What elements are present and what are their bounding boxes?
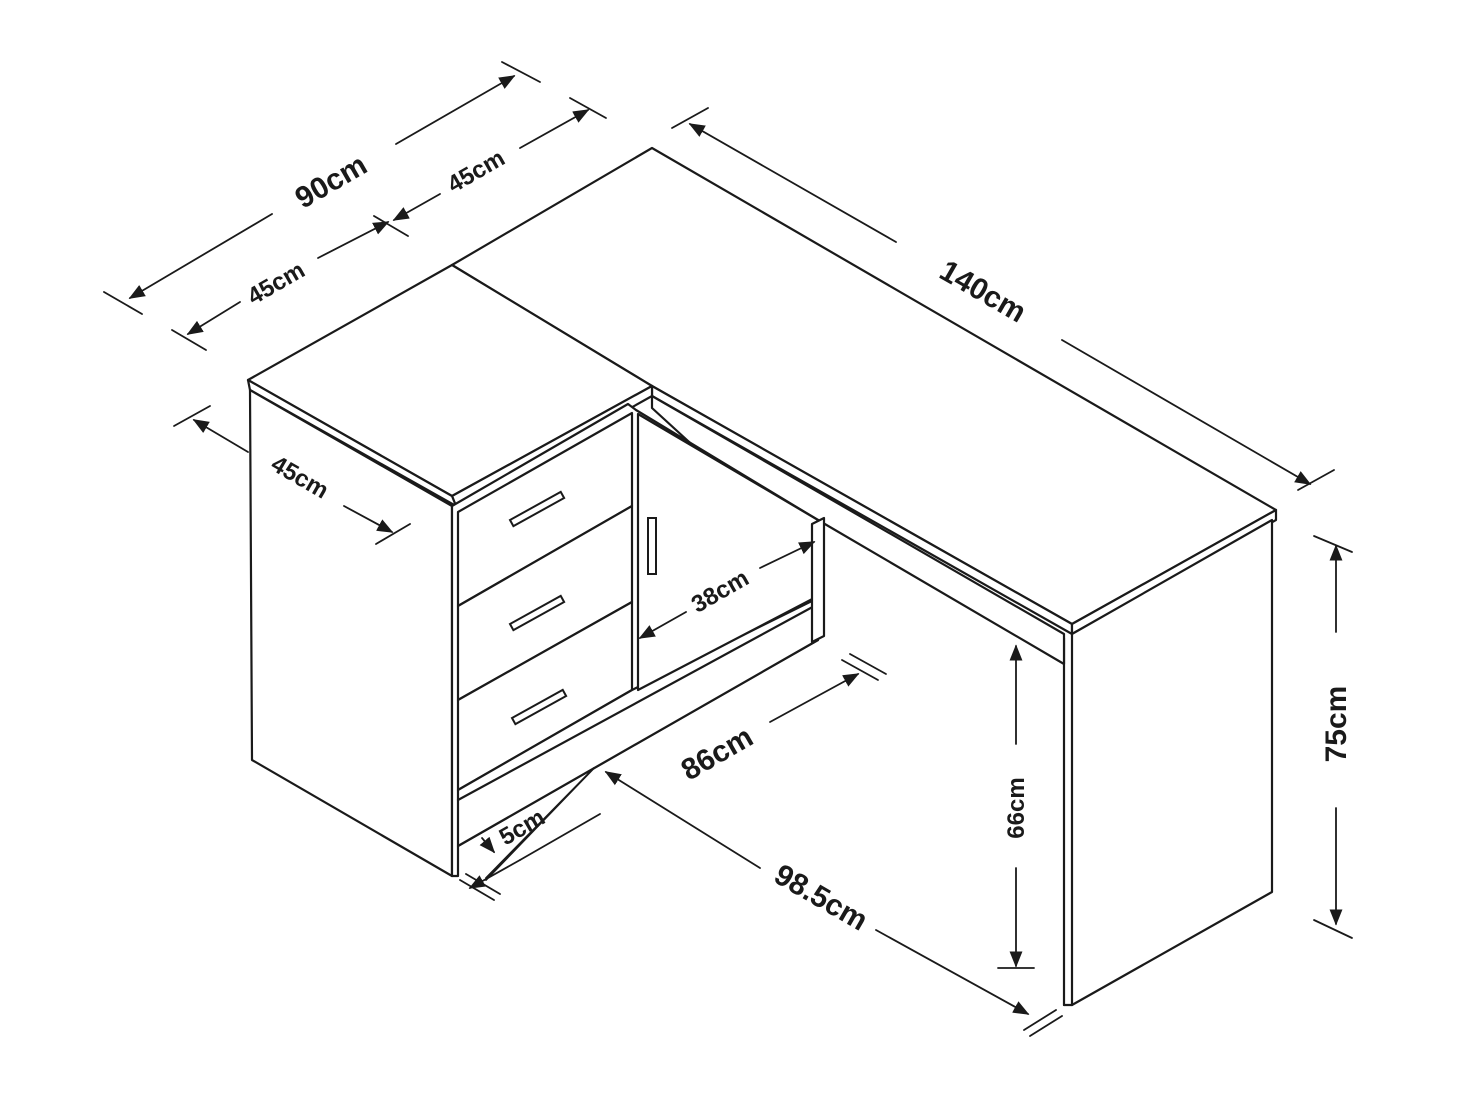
dim-45b-arrow-left — [392, 193, 441, 221]
tick — [1313, 535, 1353, 553]
dim-98-arrow-right — [875, 929, 1030, 1015]
tick — [1023, 1009, 1057, 1031]
dim-86-line-b — [485, 767, 595, 881]
tick — [1313, 919, 1353, 939]
drawer-3-handle — [510, 688, 568, 726]
tick — [459, 879, 495, 901]
tick — [1297, 469, 1335, 491]
label-overall-depth: 90cm — [290, 148, 373, 215]
tick — [1029, 1015, 1063, 1037]
dim-38-arrow-right — [759, 541, 816, 569]
label-inner-width: 86cm — [676, 720, 759, 787]
tick — [173, 405, 211, 427]
tick — [501, 61, 541, 83]
label-left-depth-a: 45cm — [243, 256, 310, 310]
dim-86-left-seg — [519, 813, 601, 861]
dim-5-arrow — [479, 836, 496, 854]
tick — [465, 873, 501, 895]
label-overall-height: 75cm — [1320, 686, 1353, 763]
desktop-long-end — [1070, 508, 1278, 636]
dim-45a-arrow-left — [186, 301, 241, 335]
dim-45c-arrow-right — [343, 505, 394, 533]
drawer-2-handle — [508, 594, 566, 632]
dim-45a-arrow-right — [317, 221, 390, 259]
dim-86-arrow-left — [468, 859, 521, 889]
tick — [671, 107, 709, 129]
dim-90-arrow-left — [128, 213, 273, 299]
dimension-lines — [103, 61, 1353, 1037]
dim-45c-arrow-left — [192, 419, 249, 453]
tick — [569, 97, 607, 119]
label-base-length: 98.5cm — [768, 858, 873, 937]
dim-86-arrow-right — [769, 673, 860, 723]
drawer-1-handle — [508, 490, 566, 528]
label-overall-length: 140cm — [934, 254, 1031, 329]
door-handle — [647, 517, 657, 575]
open-shelf-recess — [810, 516, 826, 644]
dim-38-arrow-left — [638, 611, 687, 639]
label-leg-clearance: 66cm — [1003, 777, 1030, 838]
tick — [171, 329, 207, 351]
tick — [373, 215, 409, 237]
tick — [375, 523, 411, 545]
dim-140-arrow-right — [1061, 339, 1312, 485]
tick — [841, 659, 879, 681]
dim-140-arrow-left — [688, 123, 897, 243]
plinth-line — [456, 602, 820, 802]
desk-drawing — [246, 146, 1278, 1007]
tick — [103, 291, 143, 315]
dim-45b-arrow-right — [519, 109, 590, 149]
dim-90-arrow-right — [395, 75, 516, 145]
label-left-depth-b: 45cm — [443, 144, 510, 198]
dim-98-arrow-left — [604, 771, 761, 869]
tick — [849, 653, 887, 675]
right-leg-panel — [1070, 518, 1274, 1007]
